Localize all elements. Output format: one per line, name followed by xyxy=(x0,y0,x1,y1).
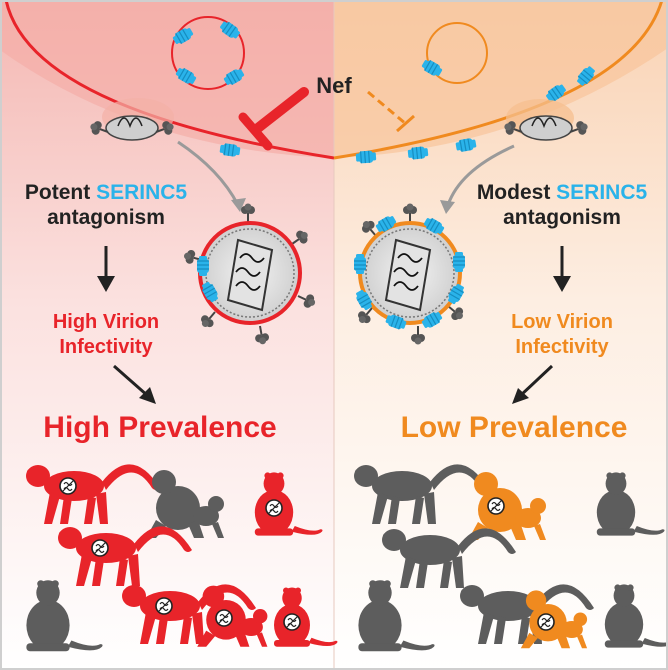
right-virion xyxy=(353,202,468,346)
right-antagonism-label-line2: antagonism xyxy=(503,206,621,229)
left-antagonism-label-line2: antagonism xyxy=(47,206,165,229)
right-infectivity-label-line1: Low Virion xyxy=(511,311,613,333)
left-cell-membrane xyxy=(4,0,335,160)
left-infectivity-label-line2: Infectivity xyxy=(59,336,153,358)
right-infectivity-label-line2: Infectivity xyxy=(515,336,609,358)
nef-label: Nef xyxy=(316,73,352,98)
right-budding-virion xyxy=(501,99,591,141)
left-prevalence-label: High Prevalence xyxy=(43,411,276,444)
left-endosome xyxy=(171,16,245,90)
left-release-arrow xyxy=(177,140,240,206)
right-down-arrow xyxy=(553,246,571,292)
left-down-arrow xyxy=(97,246,115,292)
nef-weak-inhibition xyxy=(367,90,415,133)
left-antagonism-label-line1: Potent SERINC5 xyxy=(25,181,188,204)
left-virion xyxy=(181,202,319,347)
right-cell-membrane xyxy=(333,0,664,160)
right-release-arrow xyxy=(446,144,515,206)
right-cell-cytoplasm xyxy=(334,0,668,158)
right-prevalence-label: Low Prevalence xyxy=(401,411,628,444)
nef-strong-inhibition xyxy=(238,87,309,151)
right-antagonism-label-line1: Modest SERINC5 xyxy=(477,181,648,204)
right-diagonal-arrow xyxy=(512,364,554,404)
left-budding-virion xyxy=(87,98,177,141)
left-infectivity-label-line1: High Virion xyxy=(53,311,159,333)
right-endosome xyxy=(426,22,488,84)
left-cell-cytoplasm xyxy=(0,0,334,158)
left-diagonal-arrow xyxy=(113,364,156,404)
